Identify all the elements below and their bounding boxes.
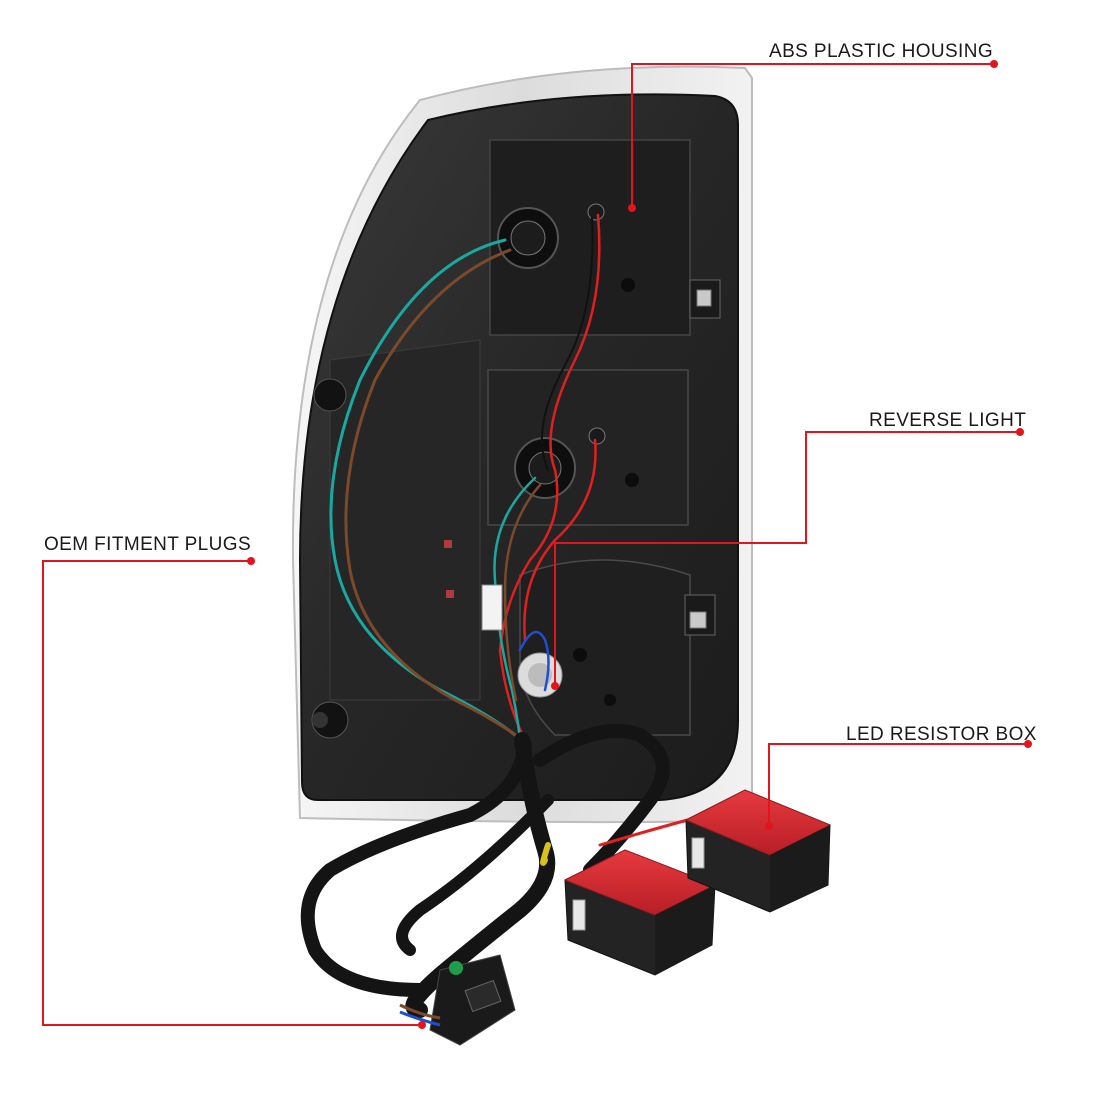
callout-dots	[247, 60, 1032, 1029]
abs-housing-target-dot	[628, 204, 636, 212]
led-resistor-box-front	[563, 849, 717, 976]
oem-plugs-callout-dot	[247, 557, 255, 565]
abs-housing-label: ABS PLASTIC HOUSING	[769, 41, 994, 62]
oem-plugs-callout-line	[42, 560, 422, 1026]
abs-housing	[298, 93, 739, 801]
reverse-light-callout-dot	[1016, 428, 1024, 436]
led-resistor-target-dot	[765, 822, 773, 830]
callout-lines	[42, 63, 1028, 1026]
wire-harness	[300, 723, 697, 1018]
abs-housing-callout-dot	[990, 60, 998, 68]
oem-fitment-plug	[399, 954, 516, 1046]
led-resistor-box-rear	[684, 789, 832, 913]
reverse-light-callout-line	[554, 431, 1020, 686]
led-resistor-box-label: LED RESISTOR BOX	[846, 724, 1037, 745]
wiring	[329, 213, 601, 742]
reverse-light-target-dot	[551, 682, 559, 690]
led-resistor-callout-line	[768, 743, 1028, 826]
oem-plugs-target-dot	[418, 1021, 426, 1029]
oem-fitment-plugs-label: OEM FITMENT PLUGS	[44, 534, 252, 555]
reverse-light-label: REVERSE LIGHT	[869, 410, 1027, 431]
led-resistor-callout-dot	[1024, 740, 1032, 748]
brake-light-socket	[497, 203, 605, 269]
abs-housing-callout-line	[631, 63, 994, 208]
